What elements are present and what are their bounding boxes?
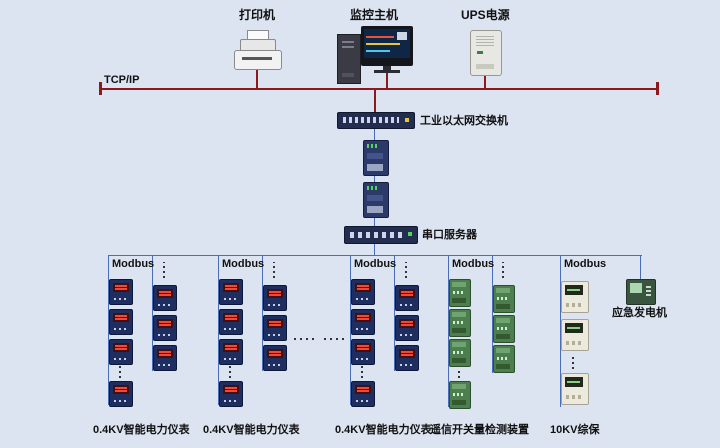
- vertical-ellipsis: [458, 368, 460, 378]
- power-meter-icon: [109, 279, 133, 305]
- protection-relay-icon: [561, 281, 589, 313]
- power-meter-icon: [219, 339, 243, 365]
- modbus-group-5: Modbus: [548, 255, 628, 410]
- power-meter-icon: [263, 345, 287, 371]
- connector-line: [374, 176, 375, 182]
- group-1-label: 0.4KV智能电力仪表: [93, 424, 190, 436]
- tcpip-label: TCP/IP: [104, 74, 140, 86]
- printer-icon: [232, 30, 282, 72]
- media-converter-icon: [363, 140, 389, 176]
- power-meter-icon: [351, 339, 375, 365]
- group-4-label: 遥信开关量检测装置: [430, 424, 529, 436]
- printer-drop-line: [256, 70, 258, 88]
- modbus-branch-line: [560, 255, 561, 407]
- printer-label: 打印机: [239, 8, 276, 22]
- power-meter-icon: [219, 279, 243, 305]
- group-5-label: 10KV综保: [550, 424, 600, 436]
- io-module-icon: [493, 345, 515, 373]
- modbus-branch-line: [350, 255, 351, 405]
- monitor-host-label: 监控主机: [350, 8, 399, 22]
- generator-controller-icon: [626, 279, 656, 305]
- printer-output-slot: [242, 57, 272, 60]
- serial-server-icon: [344, 226, 418, 244]
- connector-line: [374, 244, 375, 255]
- power-meter-icon: [219, 381, 243, 407]
- power-meter-icon: [153, 345, 177, 371]
- modbus-label: Modbus: [222, 258, 265, 270]
- horizontal-ellipsis: [294, 338, 318, 340]
- connector-line: [374, 129, 375, 140]
- modbus-group-3: Modbus: [338, 255, 434, 410]
- serial-server-label: 串口服务器: [422, 229, 477, 241]
- ups-label: UPS电源: [461, 8, 510, 22]
- io-module-icon: [493, 315, 515, 343]
- power-meter-icon: [263, 285, 287, 311]
- modbus-label: Modbus: [564, 258, 607, 270]
- modbus-branch-line: [262, 255, 263, 371]
- monitor-screen-icon: [361, 26, 413, 66]
- power-meter-icon: [351, 381, 375, 407]
- io-module-icon: [449, 339, 471, 367]
- power-meter-icon: [263, 315, 287, 341]
- ups-drop-line: [484, 76, 486, 88]
- vertical-ellipsis: [119, 366, 121, 378]
- ethernet-switch-label: 工业以太网交换机: [420, 115, 508, 127]
- power-meter-icon: [109, 381, 133, 407]
- power-meter-icon: [153, 285, 177, 311]
- power-meter-icon: [395, 285, 419, 311]
- modbus-branch-line: [108, 255, 109, 405]
- vertical-ellipsis: [229, 366, 231, 378]
- ethernet-switch-icon: [337, 112, 415, 129]
- group-2-label: 0.4KV智能电力仪表: [203, 424, 300, 436]
- modbus-group-2: Modbus: [206, 255, 302, 410]
- power-meter-icon: [109, 309, 133, 335]
- tcpip-bus-endcap: [99, 82, 102, 95]
- io-module-icon: [449, 279, 471, 307]
- power-meter-icon: [153, 315, 177, 341]
- modbus-label: Modbus: [452, 258, 495, 270]
- modbus-branch-line: [492, 255, 493, 373]
- modbus-branch-line: [218, 255, 219, 405]
- computer-tower-icon: [337, 34, 361, 84]
- group-3-label: 0.4KV智能电力仪表: [335, 424, 432, 436]
- power-meter-icon: [351, 309, 375, 335]
- monitor-stand: [383, 66, 391, 70]
- power-meter-icon: [395, 315, 419, 341]
- vertical-ellipsis: [163, 262, 165, 278]
- modbus-branch-line: [152, 255, 153, 371]
- modbus-label: Modbus: [112, 258, 155, 270]
- modbus-label: Modbus: [354, 258, 397, 270]
- connector-line: [374, 218, 375, 226]
- power-meter-icon: [351, 279, 375, 305]
- vertical-ellipsis: [502, 262, 504, 278]
- power-meter-icon: [395, 345, 419, 371]
- emergency-generator-label: 应急发电机: [612, 307, 667, 319]
- media-converter-icon: [363, 182, 389, 218]
- vertical-ellipsis: [405, 262, 407, 278]
- io-module-icon: [449, 381, 471, 409]
- monitor-base: [374, 70, 400, 73]
- modbus-bus-line: [108, 255, 642, 256]
- modbus-group-1: Modbus: [96, 255, 192, 410]
- tcpip-bus-endcap: [656, 82, 659, 95]
- modbus-group-4: Modbus: [436, 255, 532, 410]
- vertical-ellipsis: [361, 366, 363, 378]
- protection-relay-icon: [561, 373, 589, 405]
- power-meter-icon: [219, 309, 243, 335]
- generator-branch-line: [640, 255, 641, 279]
- modbus-branch-line: [394, 255, 395, 371]
- tcpip-bus-line: [100, 88, 658, 90]
- io-module-icon: [449, 309, 471, 337]
- switch-drop-line: [374, 90, 376, 112]
- vertical-ellipsis: [273, 262, 275, 278]
- modbus-branch-line: [448, 255, 449, 407]
- printer-body: [234, 50, 282, 70]
- vertical-ellipsis: [572, 355, 574, 369]
- horizontal-ellipsis: [324, 338, 348, 340]
- protection-relay-icon: [561, 319, 589, 351]
- ups-icon: [470, 30, 502, 76]
- power-meter-icon: [109, 339, 133, 365]
- io-module-icon: [493, 285, 515, 313]
- host-drop-line: [386, 73, 388, 88]
